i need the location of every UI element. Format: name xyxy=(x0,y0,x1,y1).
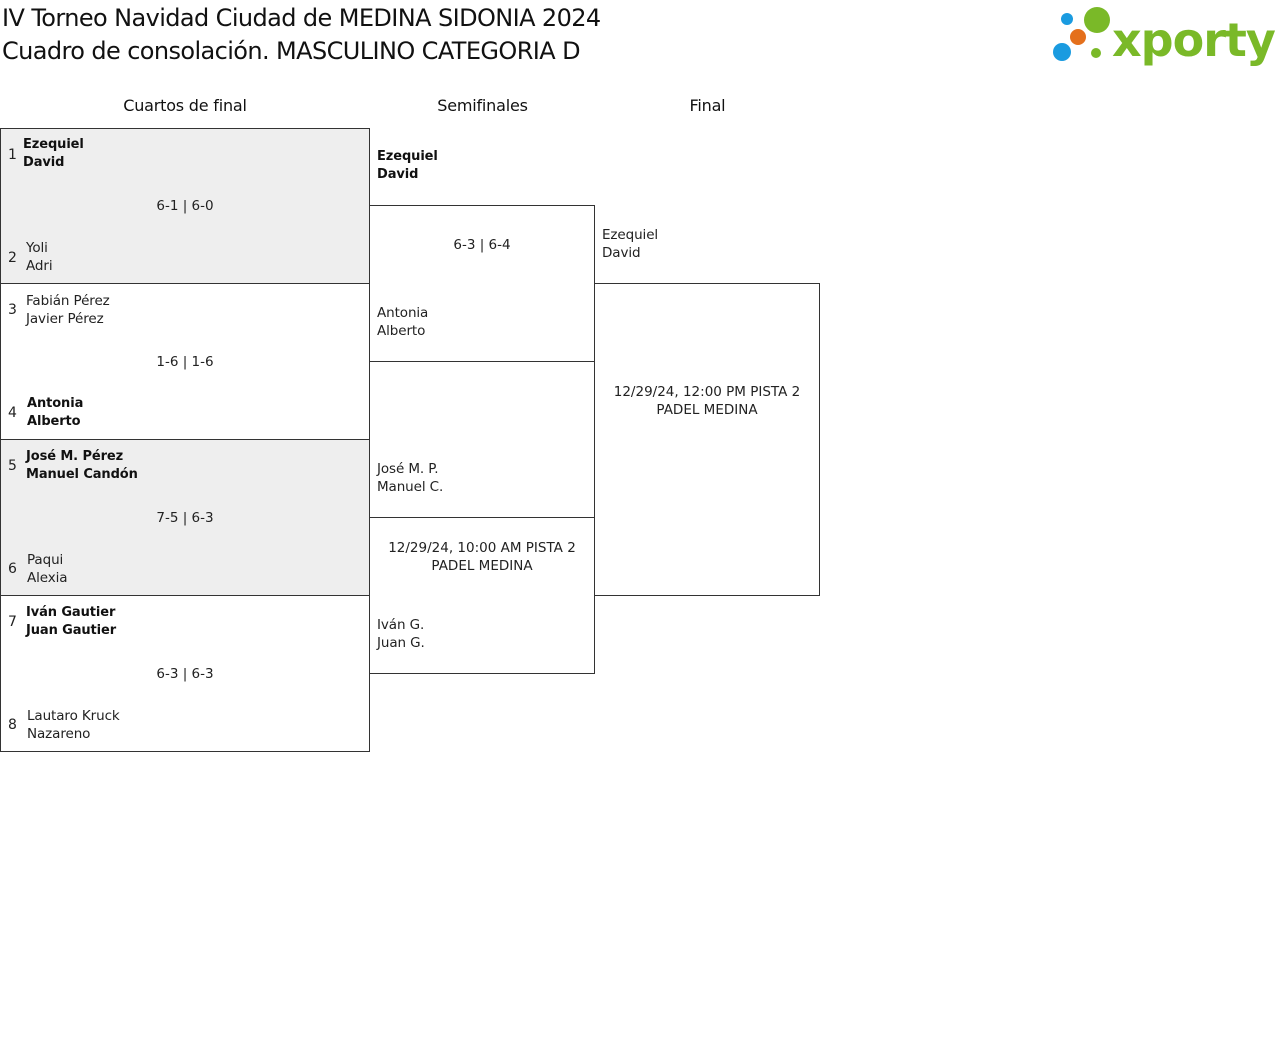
match-datetime: 12/29/24, 10:00 AM PISTA 2 xyxy=(388,540,576,556)
player-name: David xyxy=(377,167,419,182)
round-header-semifinals: Semifinales xyxy=(437,96,528,115)
match-datetime: 12/29/24, 12:00 PM PISTA 2 xyxy=(613,384,801,400)
qf2-team-top[interactable]: Fabián Pérez Javier Pérez xyxy=(26,292,110,328)
qf-match-1[interactable]: 1 Ezequiel David 6-1 | 6-0 2 Yoli Adri xyxy=(0,128,370,284)
match-schedule: 12/29/24, 12:00 PM PISTA 2 PADEL MEDINA xyxy=(595,383,819,419)
player-name: David xyxy=(602,245,641,261)
player-name: José M. P. xyxy=(377,461,439,477)
player-name: Lautaro Kruck xyxy=(27,708,120,724)
seed-number: 6 xyxy=(8,561,17,577)
match-score: 6-3 | 6-3 xyxy=(156,666,214,682)
seed-number: 8 xyxy=(8,717,17,733)
round-header-quarterfinals: Cuartos de final xyxy=(123,96,247,115)
player-name: Ezequiel xyxy=(602,227,659,243)
player-name: Juan G. xyxy=(377,635,425,651)
qf-match-4[interactable]: 7 Iván Gautier Juan Gautier 6-3 | 6-3 8 … xyxy=(0,595,370,752)
logo-text: xporty xyxy=(1112,13,1276,66)
player-name: Paqui xyxy=(27,552,64,568)
match-score: 6-1 | 6-0 xyxy=(156,198,214,214)
xporty-logo-icon: xporty xyxy=(1053,7,1277,67)
sf2-team-bottom[interactable]: Iván G. Juan G. xyxy=(377,616,425,652)
player-name: Nazareno xyxy=(27,726,91,742)
match-venue: PADEL MEDINA xyxy=(656,402,758,418)
player-name: Yoli xyxy=(26,240,48,256)
qf3-team-top[interactable]: José M. Pérez Manuel Candón xyxy=(26,448,138,484)
player-name: Juan Gautier xyxy=(26,623,117,638)
player-name: Antonia xyxy=(27,396,84,411)
player-name: Adri xyxy=(26,258,53,274)
sf-match-1[interactable]: 6-3 | 6-4 Antonia Alberto xyxy=(369,205,595,362)
match-score: 6-3 | 6-4 xyxy=(453,237,511,253)
match-schedule: 12/29/24, 10:00 AM PISTA 2 PADEL MEDINA xyxy=(370,539,594,575)
player-name: Alberto xyxy=(27,414,81,429)
player-name: Iván G. xyxy=(377,617,425,633)
player-name: Manuel C. xyxy=(377,479,444,495)
qf-match-2[interactable]: 3 Fabián Pérez Javier Pérez 1-6 | 1-6 4 … xyxy=(0,283,370,440)
sf1-team-top[interactable]: Ezequiel David xyxy=(377,148,438,184)
seed-number: 5 xyxy=(8,458,17,474)
seed-number: 1 xyxy=(8,147,17,163)
final-team-top[interactable]: Ezequiel David xyxy=(602,226,658,262)
player-name: Alexia xyxy=(27,570,68,586)
player-name: Antonia xyxy=(377,305,429,321)
qf-match-3[interactable]: 5 José M. Pérez Manuel Candón 7-5 | 6-3 … xyxy=(0,439,370,596)
qf1-team-top[interactable]: Ezequiel David xyxy=(23,136,84,172)
title-line-1: IV Torneo Navidad Ciudad de MEDINA SIDON… xyxy=(2,4,601,32)
player-name: Fabián Pérez xyxy=(26,293,110,309)
player-name: Manuel Candón xyxy=(26,467,138,482)
player-name: Ezequiel xyxy=(377,149,438,164)
match-score: 7-5 | 6-3 xyxy=(156,510,214,526)
qf4-team-top[interactable]: Iván Gautier Juan Gautier xyxy=(26,604,116,640)
round-header-final: Final xyxy=(689,96,726,115)
qf2-team-bottom[interactable]: Antonia Alberto xyxy=(27,395,83,431)
seed-number: 2 xyxy=(8,250,17,266)
seed-number: 4 xyxy=(8,405,17,421)
player-name: Javier Pérez xyxy=(26,311,104,327)
player-name: José M. Pérez xyxy=(26,449,124,464)
seed-number: 3 xyxy=(8,302,17,318)
qf4-team-bottom[interactable]: Lautaro Kruck Nazareno xyxy=(27,707,120,743)
sf2-team-top[interactable]: José M. P. Manuel C. xyxy=(377,460,443,496)
sf-match-2[interactable]: 12/29/24, 10:00 AM PISTA 2 PADEL MEDINA … xyxy=(369,517,595,674)
xporty-logo[interactable]: xporty xyxy=(1050,4,1277,67)
final-match[interactable]: 12/29/24, 12:00 PM PISTA 2 PADEL MEDINA xyxy=(594,283,820,596)
match-venue: PADEL MEDINA xyxy=(431,558,533,574)
player-name: David xyxy=(23,155,65,170)
match-score: 1-6 | 1-6 xyxy=(156,354,214,370)
qf1-team-bottom[interactable]: Yoli Adri xyxy=(26,239,53,275)
tournament-title: IV Torneo Navidad Ciudad de MEDINA SIDON… xyxy=(2,2,601,68)
title-line-2: Cuadro de consolación. MASCULINO CATEGOR… xyxy=(2,37,581,65)
qf3-team-bottom[interactable]: Paqui Alexia xyxy=(27,551,68,587)
player-name: Alberto xyxy=(377,323,426,339)
seed-number: 7 xyxy=(8,614,17,630)
player-name: Iván Gautier xyxy=(26,605,116,620)
player-name: Ezequiel xyxy=(23,137,84,152)
sf1-team-bottom[interactable]: Antonia Alberto xyxy=(377,304,428,340)
